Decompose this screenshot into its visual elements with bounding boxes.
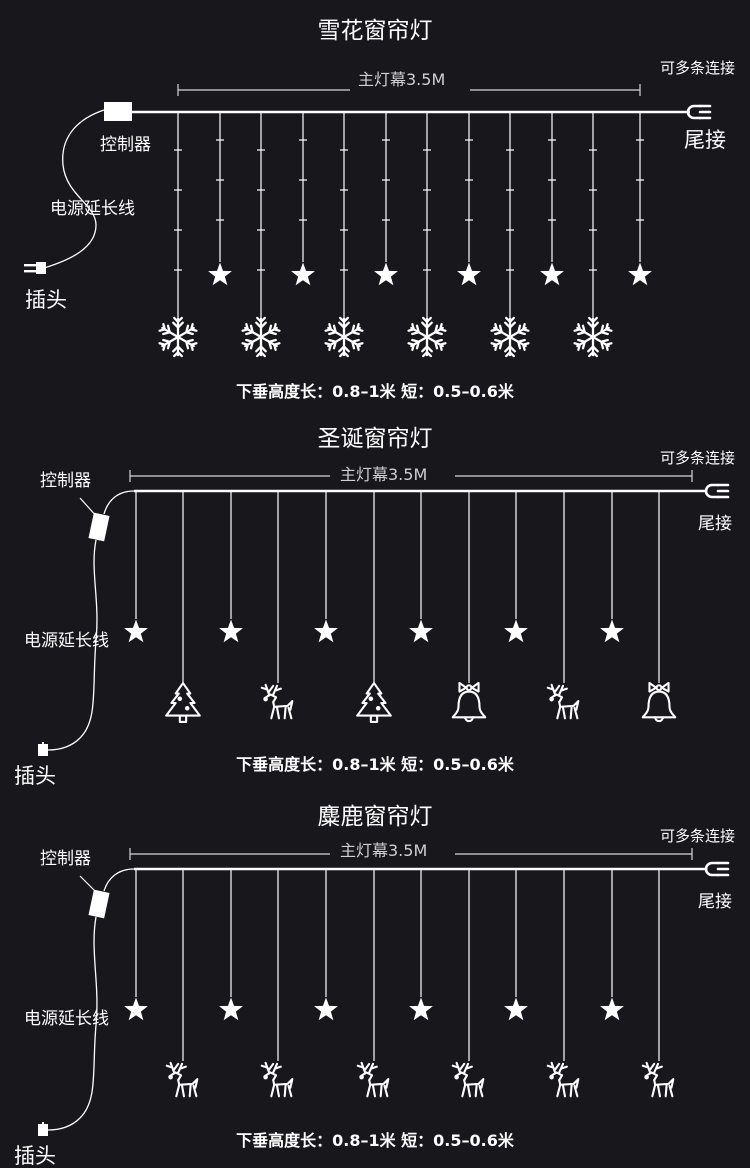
star-icon bbox=[504, 997, 528, 1021]
panel-1-main-length: 主灯幕3.5M bbox=[352, 72, 452, 88]
panel-3-power-cable bbox=[47, 868, 135, 1131]
panel-3-drop-note: 下垂高度长：0.8–1米 短：0.5–0.6米 bbox=[236, 1131, 514, 1150]
tree-icon bbox=[165, 681, 201, 723]
star-icon bbox=[540, 262, 564, 286]
star-icon bbox=[409, 997, 433, 1021]
panel-2-title: 圣诞窗帘灯 bbox=[317, 426, 433, 452]
panel-1-dimension bbox=[177, 84, 641, 96]
panel-1-controller bbox=[104, 102, 132, 121]
panel-1-plug-icon bbox=[24, 262, 46, 274]
reindeer-icon bbox=[546, 683, 580, 720]
panel-1-drop-strings bbox=[174, 112, 644, 320]
panel-3-drop-strings bbox=[135, 869, 660, 1061]
panel-1-drop-note: 下垂高度长：0.8–1米 短：0.5–0.6米 bbox=[236, 382, 514, 401]
reindeer-icon bbox=[260, 1061, 294, 1098]
snowflake-icon bbox=[159, 318, 197, 356]
panel-1-plug-label: 插头 bbox=[25, 288, 67, 312]
bell-icon bbox=[641, 681, 677, 723]
panel-2-tail-plug-icon bbox=[704, 483, 730, 499]
panel-3-cable-label: 电源延长线 bbox=[24, 1009, 109, 1029]
panel-1-power-cable bbox=[43, 109, 105, 269]
panel-2-drop-strings bbox=[135, 491, 660, 683]
star-icon bbox=[409, 619, 433, 643]
panel-2-cable-label: 电源延长线 bbox=[24, 631, 109, 651]
panel-2-main-length: 主灯幕3.5M bbox=[334, 467, 434, 483]
panel-1-tail-label: 尾接 bbox=[684, 128, 726, 152]
panel-2-controller-label: 控制器 bbox=[40, 471, 91, 491]
reindeer-icon bbox=[260, 683, 294, 720]
reindeer-icon bbox=[165, 1061, 199, 1098]
panel-2-power-cable bbox=[47, 490, 135, 751]
star-icon bbox=[504, 619, 528, 643]
panel-1-connect-label: 可多条连接 bbox=[660, 59, 736, 77]
star-icon bbox=[457, 262, 481, 286]
star-icon bbox=[219, 619, 243, 643]
snowflake-icon bbox=[491, 318, 529, 356]
panel-1-ornaments bbox=[159, 262, 652, 357]
snowflake-icon bbox=[408, 318, 446, 356]
panel-1-tail-plug-icon bbox=[686, 104, 712, 120]
panel-2-ornaments bbox=[124, 619, 677, 723]
reindeer-icon bbox=[641, 1061, 675, 1098]
star-icon bbox=[291, 262, 315, 286]
reindeer-icon bbox=[451, 1061, 485, 1098]
star-icon bbox=[124, 997, 148, 1021]
panel-3-controller-label: 控制器 bbox=[40, 849, 91, 869]
panel-2-connect-label: 可多条连接 bbox=[660, 449, 736, 467]
panel-1-controller-label: 控制器 bbox=[100, 135, 151, 155]
star-icon bbox=[628, 262, 652, 286]
reindeer-icon bbox=[356, 1061, 390, 1098]
panel-3-main-length: 主灯幕3.5M bbox=[334, 843, 434, 859]
panel-2-plug-icon bbox=[38, 742, 48, 756]
panel-2-drop-note: 下垂高度长：0.8–1米 短：0.5–0.6米 bbox=[236, 755, 514, 774]
panel-1-cable-label: 电源延长线 bbox=[50, 199, 135, 219]
panel-2-tail-label: 尾接 bbox=[698, 514, 732, 534]
panel-3-connect-label: 可多条连接 bbox=[660, 827, 736, 845]
star-icon bbox=[208, 262, 232, 286]
panel-3-tail-plug-icon bbox=[704, 861, 730, 877]
star-icon bbox=[374, 262, 398, 286]
panel-2-plug-label: 插头 bbox=[14, 764, 56, 788]
star-icon bbox=[124, 619, 148, 643]
star-icon bbox=[600, 619, 624, 643]
panel-3-dimension bbox=[129, 848, 693, 860]
star-icon bbox=[314, 619, 338, 643]
panel-2-dimension bbox=[129, 470, 693, 482]
panel-3-controller bbox=[88, 889, 110, 919]
snowflake-icon bbox=[574, 318, 612, 356]
star-icon bbox=[314, 997, 338, 1021]
panel-3-ornaments bbox=[124, 997, 675, 1098]
panel-1-title: 雪花窗帘灯 bbox=[317, 18, 433, 44]
tree-icon bbox=[356, 681, 392, 723]
bell-icon bbox=[451, 681, 487, 723]
reindeer-icon bbox=[546, 1061, 580, 1098]
star-icon bbox=[600, 997, 624, 1021]
snowflake-icon bbox=[242, 318, 280, 356]
panel-3-tail-label: 尾接 bbox=[698, 892, 732, 912]
panel-3-plug-icon bbox=[38, 1122, 48, 1136]
panel-2-controller bbox=[88, 512, 110, 542]
panel-3-title: 麋鹿窗帘灯 bbox=[317, 804, 433, 830]
star-icon bbox=[219, 997, 243, 1021]
snowflake-icon bbox=[325, 318, 363, 356]
